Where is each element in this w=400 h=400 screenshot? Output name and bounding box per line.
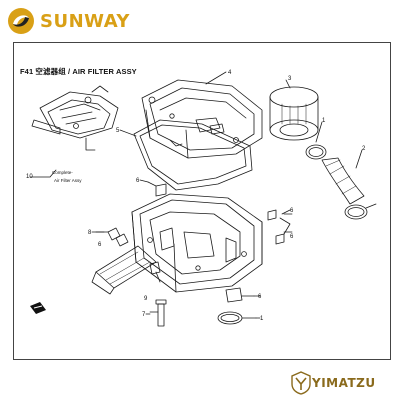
sheet-title: F41 空滤器组 / AIR FILTER ASSY [20,67,137,76]
callout-8: 8 [88,230,92,236]
air-filter-cover [141,79,263,159]
intake-hose [321,157,365,205]
callout-6-left: 6 [98,242,102,248]
inset-label-line1: Complete- [52,170,73,175]
air-box-housing [131,193,263,293]
callout-6-right-b: 6 [290,234,294,240]
fwd-arrow-icon [30,302,46,314]
callout-1-bottom: 1 [260,316,264,322]
footer-brand-name: YIMATZU [312,376,376,390]
callout-1-top: 1 [322,118,326,124]
sunway-brand: SUNWAY [6,6,156,36]
callout-7: 7 [142,312,146,318]
callout-9: 9 [144,296,148,302]
callout-10: 10 [26,174,33,180]
callout-2: 2 [362,146,366,152]
sunway-swirl-logo-icon [8,8,34,34]
inset-complete-assembly [31,85,119,139]
callout-6-bottom: 6 [258,294,262,300]
callout-3: 3 [288,76,292,82]
inset-label-line2: Air Filter Assy [54,178,82,183]
yimatzu-brand: YIMATZU [290,370,400,400]
callout-6-right-a: 6 [290,208,294,214]
upper-clamp [305,144,327,160]
diagram-sheet [13,42,391,360]
brand-name: SUNWAY [40,11,130,32]
callout-4: 4 [228,70,232,76]
yimatzu-crest-logo-icon [291,371,311,395]
lower-clamp [344,203,377,220]
filter-element [269,86,319,141]
cover-gasket [133,119,253,191]
callout-5: 5 [116,128,120,134]
outlet-duct [91,245,157,295]
callout-6-top: 6 [136,178,140,184]
